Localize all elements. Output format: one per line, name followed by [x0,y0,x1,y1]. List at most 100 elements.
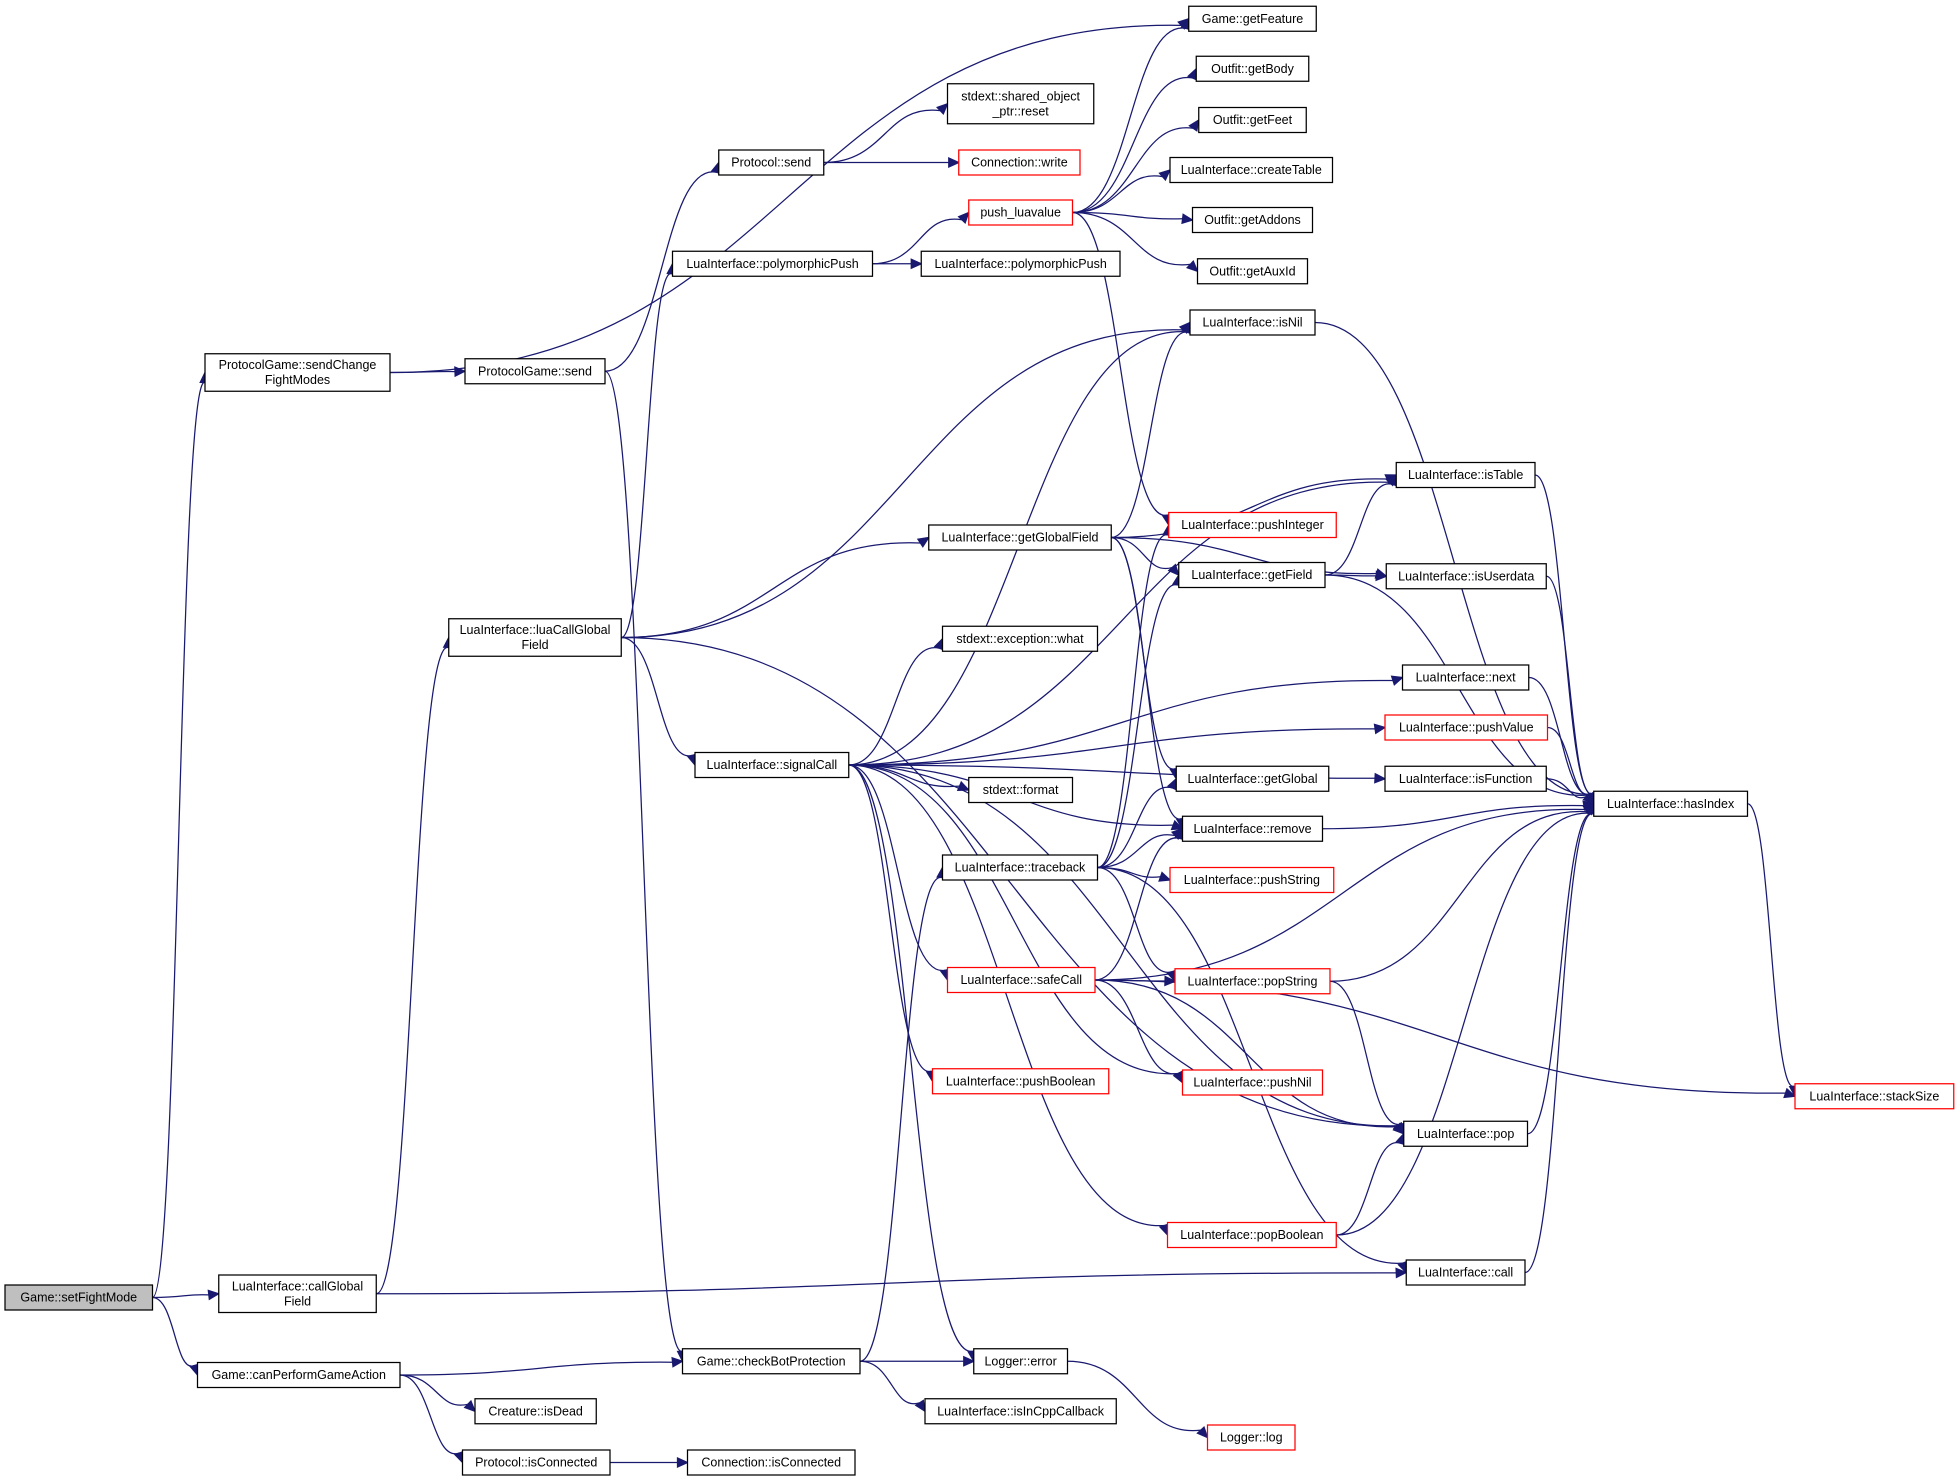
call-edge-luaCallGlobalField-to-isNil [621,321,1192,639]
node-createTable[interactable]: LuaInterface::createTable [1169,156,1334,184]
node-protoGameSend[interactable]: ProtocolGame::send [464,358,606,385]
node-stdextFormat[interactable]: stdext::format [968,776,1074,804]
node-label: stdext::shared_object [961,89,1080,103]
node-exceptionWhat[interactable]: stdext::exception::what [941,625,1099,652]
node-connIsConnected[interactable]: Connection::isConnected [686,1449,856,1476]
node-polyPush2[interactable]: LuaInterface::polymorphicPush [920,250,1121,277]
node-box [1593,790,1749,817]
node-label: LuaInterface::pushString [1184,873,1320,887]
node-label: LuaInterface::popBoolean [1180,1228,1323,1242]
node-loggerError[interactable]: Logger::error [973,1348,1069,1375]
node-loggerLog[interactable]: Logger::log [1206,1424,1296,1451]
node-pop[interactable]: LuaInterface::pop [1403,1120,1529,1147]
node-isInCppCallback[interactable]: LuaInterface::isInCppCallback [924,1398,1117,1425]
node-label: LuaInterface::getGlobalField [941,531,1098,545]
node-box [1189,309,1316,336]
node-pushLuavalue[interactable]: push_luavalue [968,199,1074,226]
call-edge-loggerError-to-loggerLog [1067,1360,1209,1439]
node-label: LuaInterface::polymorphicPush [934,257,1106,271]
node-label: ProtocolGame::sendChange [219,358,377,372]
node-hasIndex[interactable]: LuaInterface::hasIndex [1593,790,1749,817]
node-box [218,1274,377,1314]
node-pushValue[interactable]: LuaInterface::pushValue [1384,714,1549,741]
node-getField[interactable]: LuaInterface::getField [1178,561,1326,589]
call-edge-pushLuavalue-to-getAuxId [1072,211,1199,273]
node-getAuxId[interactable]: Outfit::getAuxId [1196,258,1309,285]
node-label: Game::checkBotProtection [697,1354,846,1368]
node-isFunction[interactable]: LuaInterface::isFunction [1384,765,1547,792]
node-getFeet[interactable]: Outfit::getFeet [1198,106,1307,134]
node-getBody[interactable]: Outfit::getBody [1195,55,1310,82]
node-box [196,1361,401,1389]
node-label: LuaInterface::stackSize [1809,1089,1939,1103]
node-getGlobal[interactable]: LuaInterface::getGlobal [1175,765,1330,792]
node-label: Game::canPerformGameAction [212,1368,386,1382]
node-label: LuaInterface::getField [1191,568,1312,582]
node-canPerformGameAction[interactable]: Game::canPerformGameAction [196,1361,401,1389]
node-box [941,854,1099,881]
call-edge-checkBotProtection-to-traceback [859,865,948,1362]
call-edge-signalCall-to-exceptionWhat [848,637,944,766]
call-edge-setFightMode-to-callGlobalField [152,1289,221,1301]
call-edge-polyPush1-to-pushLuavalue [872,211,970,265]
node-label: LuaInterface::polymorphicPush [686,257,858,271]
node-call[interactable]: LuaInterface::call [1405,1259,1526,1286]
node-label: Logger::error [984,1354,1056,1368]
call-edge-protocolSend-to-sharedReset [823,102,949,164]
node-box [1168,511,1337,539]
node-sharedReset[interactable]: stdext::shared_object_ptr::reset [946,83,1095,125]
node-label: Outfit::getAuxId [1209,264,1295,278]
node-setFightMode[interactable]: Game::setFightMode [4,1284,154,1311]
node-polyPush1[interactable]: LuaInterface::polymorphicPush [671,250,874,277]
node-pushString[interactable]: LuaInterface::pushString [1169,866,1335,894]
node-creatureIsDead[interactable]: Creature::isDead [474,1398,597,1425]
call-edge-safeCall-to-remove [1094,827,1185,981]
call-edge-signalCall-to-pushBoolean [848,764,937,1083]
node-isTable[interactable]: LuaInterface::isTable [1395,461,1536,489]
call-edge-checkBotProtection-to-isInCppCallback [859,1360,926,1413]
node-label: Field [284,1294,311,1308]
node-box [1196,258,1309,285]
node-getFeature[interactable]: Game::getFeature [1188,5,1317,32]
node-protocolSend[interactable]: Protocol::send [718,149,825,176]
node-box [920,250,1121,277]
node-pushInteger[interactable]: LuaInterface::pushInteger [1168,511,1337,539]
node-checkBotProtection[interactable]: Game::checkBotProtection [681,1348,861,1375]
node-box [1395,461,1536,489]
node-label: Field [521,638,548,652]
call-edge-traceback-to-pushString [1097,866,1172,882]
node-label: LuaInterface::traceback [955,861,1086,875]
node-popBoolean[interactable]: LuaInterface::popBoolean [1166,1221,1337,1249]
node-safeCall[interactable]: LuaInterface::safeCall [946,966,1096,994]
node-remove[interactable]: LuaInterface::remove [1181,815,1324,842]
node-popString[interactable]: LuaInterface::popString [1174,968,1331,995]
node-label: LuaInterface::isInCppCallback [937,1404,1105,1418]
node-label: Game::getFeature [1202,12,1303,26]
node-pushBoolean[interactable]: LuaInterface::pushBoolean [931,1068,1110,1095]
node-next[interactable]: LuaInterface::next [1401,664,1530,691]
node-isNil[interactable]: LuaInterface::isNil [1189,309,1316,336]
node-box [461,1449,611,1476]
node-box [931,1068,1110,1095]
node-box [1206,1424,1296,1451]
node-label: Outfit::getAddons [1204,213,1301,227]
node-traceback[interactable]: LuaInterface::traceback [941,854,1099,881]
node-connWrite[interactable]: Connection::write [958,149,1081,176]
node-label: Outfit::getFeet [1213,113,1293,127]
node-protocolIsConnected[interactable]: Protocol::isConnected [461,1449,611,1476]
node-pushNil[interactable]: LuaInterface::pushNil [1181,1069,1324,1096]
node-getGlobalField[interactable]: LuaInterface::getGlobalField [928,524,1112,551]
node-isUserdata[interactable]: LuaInterface::isUserdata [1385,563,1547,590]
node-getAddons[interactable]: Outfit::getAddons [1191,206,1314,234]
node-box [1174,968,1331,995]
node-stackSize[interactable]: LuaInterface::stackSize [1794,1083,1955,1110]
node-label: LuaInterface::safeCall [960,973,1082,987]
call-edge-getGlobalField-to-getField [1111,536,1180,577]
call-edge-setFightMode-to-sendChangeFightModes [151,370,211,1299]
node-box [946,966,1096,994]
node-signalCall[interactable]: LuaInterface::signalCall [694,751,850,779]
